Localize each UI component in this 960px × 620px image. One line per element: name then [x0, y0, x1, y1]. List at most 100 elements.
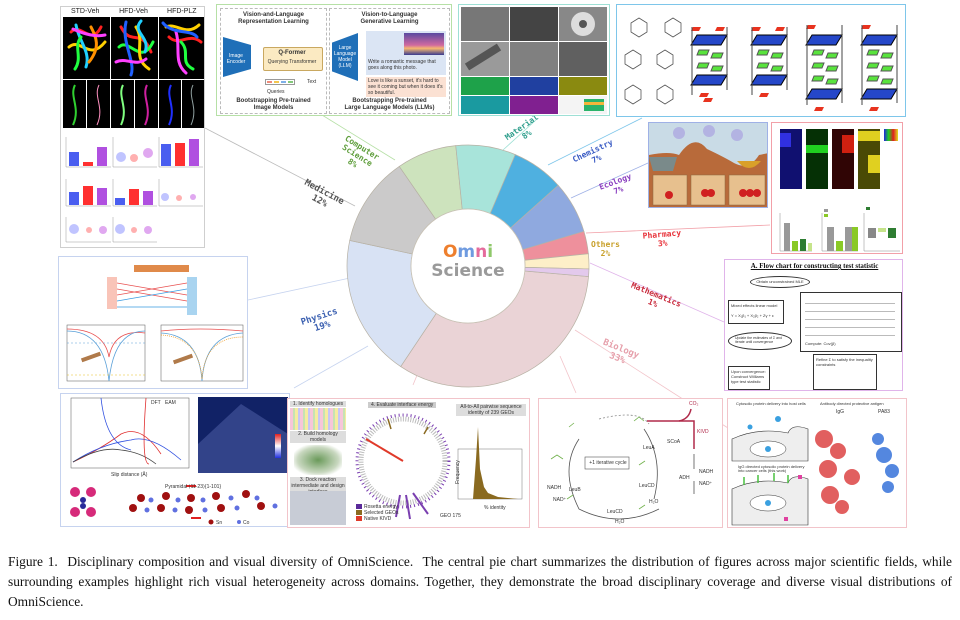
answer-box — [366, 77, 446, 97]
cs-right-box: Vision-to-Language Generative Learning L… — [329, 8, 450, 114]
math-node-mle-text: Obtain unconstrained MLE — [756, 279, 804, 284]
math-node-refine-text: Refine Σ to satisfy the inequality const… — [816, 357, 873, 367]
bio-c-title-c: Antibody directed protective antigen — [820, 401, 884, 406]
bio-legend-native: Native KIVD — [364, 516, 392, 522]
bio-leucd-label: LeuCD — [639, 483, 655, 489]
bio-legend-rosetta: Rosetta energy — [364, 504, 398, 510]
cs-right-title-1: Vision-to-Language — [361, 12, 418, 18]
connector-chemistry — [547, 117, 643, 166]
connector-material — [502, 119, 537, 151]
material-panel — [458, 4, 610, 116]
bio-adh-label: ADH — [679, 475, 690, 481]
bio-c-title-a: Cytosolic protein delivery into host cel… — [736, 401, 806, 406]
bio-hist-title: All-to-All pairwise sequence identity of… — [456, 404, 526, 416]
sunset-photo — [404, 33, 444, 55]
atom-lattice — [70, 485, 278, 525]
pharmacy-heatmaps — [779, 129, 900, 252]
medicine-figure — [63, 17, 204, 243]
physics-sn-label: Sn — [216, 520, 223, 526]
cs-left-foot-2: Image Models — [253, 105, 294, 111]
math-node-compute: Compute: Cov(β) — [805, 341, 836, 346]
bio-c-diagram — [731, 416, 899, 526]
answer-text: Love is like a sunset, it's hard to see … — [368, 78, 443, 96]
medicine-col-headers: STD-Veh HFD-Veh HFD-PLZ — [61, 7, 204, 17]
math-node-mle: Obtain unconstrained MLE — [750, 276, 810, 288]
bio-c-title-b: IgG directed cytosolic protein delivery … — [738, 464, 805, 473]
omni-letter-i: i — [487, 242, 494, 262]
llm-block — [332, 33, 358, 81]
connector-pharmacy — [585, 224, 771, 234]
qformer-block — [263, 47, 323, 71]
caption-label: Figure 1. — [8, 554, 58, 569]
math-node-model-eq: Y = X₁β₁ + X₂β₂ + Zγ + ε — [731, 313, 774, 318]
image-encoder-label: Image Encoder — [226, 53, 246, 65]
bio-nadh-label-left: NADH — [547, 485, 562, 491]
bio-nad-label-left: NAD⁺ — [553, 497, 567, 503]
bio-c-igg: IgG — [836, 409, 845, 415]
mathematics-panel: A. Flow chart for constructing test stat… — [724, 259, 903, 391]
bio-step1: 1. Identify homologues — [290, 401, 346, 407]
math-node-final: Upon convergence: Construct Williams typ… — [728, 366, 770, 390]
cs-left-foot-1: Bootstrapping Pre-trained — [236, 98, 311, 104]
biology-panel-a: 1. Identify homologues 2. Build homology… — [287, 398, 530, 528]
bio-kivd-label: KIVD — [697, 429, 709, 435]
bio-hist-ylabel: Frequency — [454, 460, 461, 484]
bio-cycle-label: +1 iterative cycle — [589, 460, 627, 466]
bio-scoa-label: SCoA — [667, 439, 681, 445]
math-node-update: Update the estimates of Σ and iterate un… — [728, 332, 792, 350]
llm-label: Large Language Model (LLM) — [333, 45, 357, 69]
material-micrographs — [461, 7, 607, 114]
biology-panel-b: +1 iterative cycle CO₂ KIVD ADH NADH NAD… — [538, 398, 723, 528]
connector-physics-b — [293, 345, 369, 389]
ecology-landscape — [649, 123, 767, 207]
physics-legend-dft: DFT — [151, 400, 161, 406]
bio-phylogenetic-tree — [355, 413, 523, 521]
label-others-pct: 2% — [600, 249, 611, 258]
cs-left-title-2: Representation Learning — [238, 19, 309, 25]
bio-logo-plot — [290, 408, 346, 430]
cs-left-title-1: Vision-and-Language — [243, 12, 304, 18]
physics-plots-a — [66, 265, 244, 382]
pharmacy-panel — [771, 122, 903, 254]
physics-panel-b: Slip distance (Å) DFT EAM Pyramidal ⟨11-… — [60, 393, 290, 527]
bio-leua-label: LeuA — [643, 445, 655, 451]
physics-panel-a — [58, 256, 248, 389]
math-node-model-text: Mixed effects linear model — [731, 303, 778, 308]
bio-nad-label-right: NAD⁺ — [699, 481, 713, 487]
cs-left-box: Vision-and-Language Representation Learn… — [220, 8, 327, 114]
label-others-name: Others — [591, 240, 620, 249]
label-pharmacy: Pharmacy 3% — [642, 228, 682, 249]
bio-pathway — [550, 408, 695, 520]
physics-plots-b — [70, 397, 288, 525]
cs-right-foot-2: Large Language Models (LLMs) — [344, 105, 435, 111]
figure-caption: Figure 1. Disciplinary composition and v… — [8, 552, 952, 612]
donut-center-title: Omni Science — [418, 243, 518, 281]
bio-leucd2-label: LeuCD — [607, 509, 623, 515]
bio-docking-image — [290, 491, 346, 525]
bio-hist-xlabel: % identity — [484, 505, 506, 511]
ecology-panel — [648, 122, 768, 208]
biology-panel-c: Cytosolic protein delivery into host cel… — [727, 398, 907, 528]
qformer-sublabel: Querying Transformer — [267, 59, 317, 65]
label-others: Others 2% — [591, 240, 620, 258]
physics-pyramidal-label: Pyramidal ⟨11-23⟩{1-101} — [165, 484, 222, 490]
bio-co2-label: CO₂ — [689, 401, 699, 407]
math-node-model: Mixed effects linear model Y = X₁β₁ + X₂… — [728, 300, 784, 324]
g-quadruplex-structures — [690, 25, 898, 111]
chemistry-panel — [616, 4, 906, 117]
text-label: Text — [307, 79, 317, 85]
donut-hole — [410, 208, 526, 324]
donut-chart — [346, 144, 590, 388]
queries-label: Queries — [267, 89, 285, 95]
omni-letter-n: n — [475, 242, 488, 262]
bio-c-pa: PA83 — [878, 409, 890, 415]
bio-step2: 2. Build homology models — [290, 431, 346, 443]
cs-right-foot-1: Bootstrapping Pre-trained — [352, 98, 427, 104]
medicine-col2: HFD-Veh — [119, 8, 148, 15]
caption-body: The central pie chart summarizes the dis… — [8, 554, 952, 609]
bio-homology-model — [294, 445, 342, 475]
connector-ecology — [570, 162, 649, 199]
chemistry-structures — [624, 17, 898, 111]
caption-title: Disciplinary composition and visual dive… — [67, 554, 414, 569]
qformer-label: Q-Former — [278, 50, 306, 56]
